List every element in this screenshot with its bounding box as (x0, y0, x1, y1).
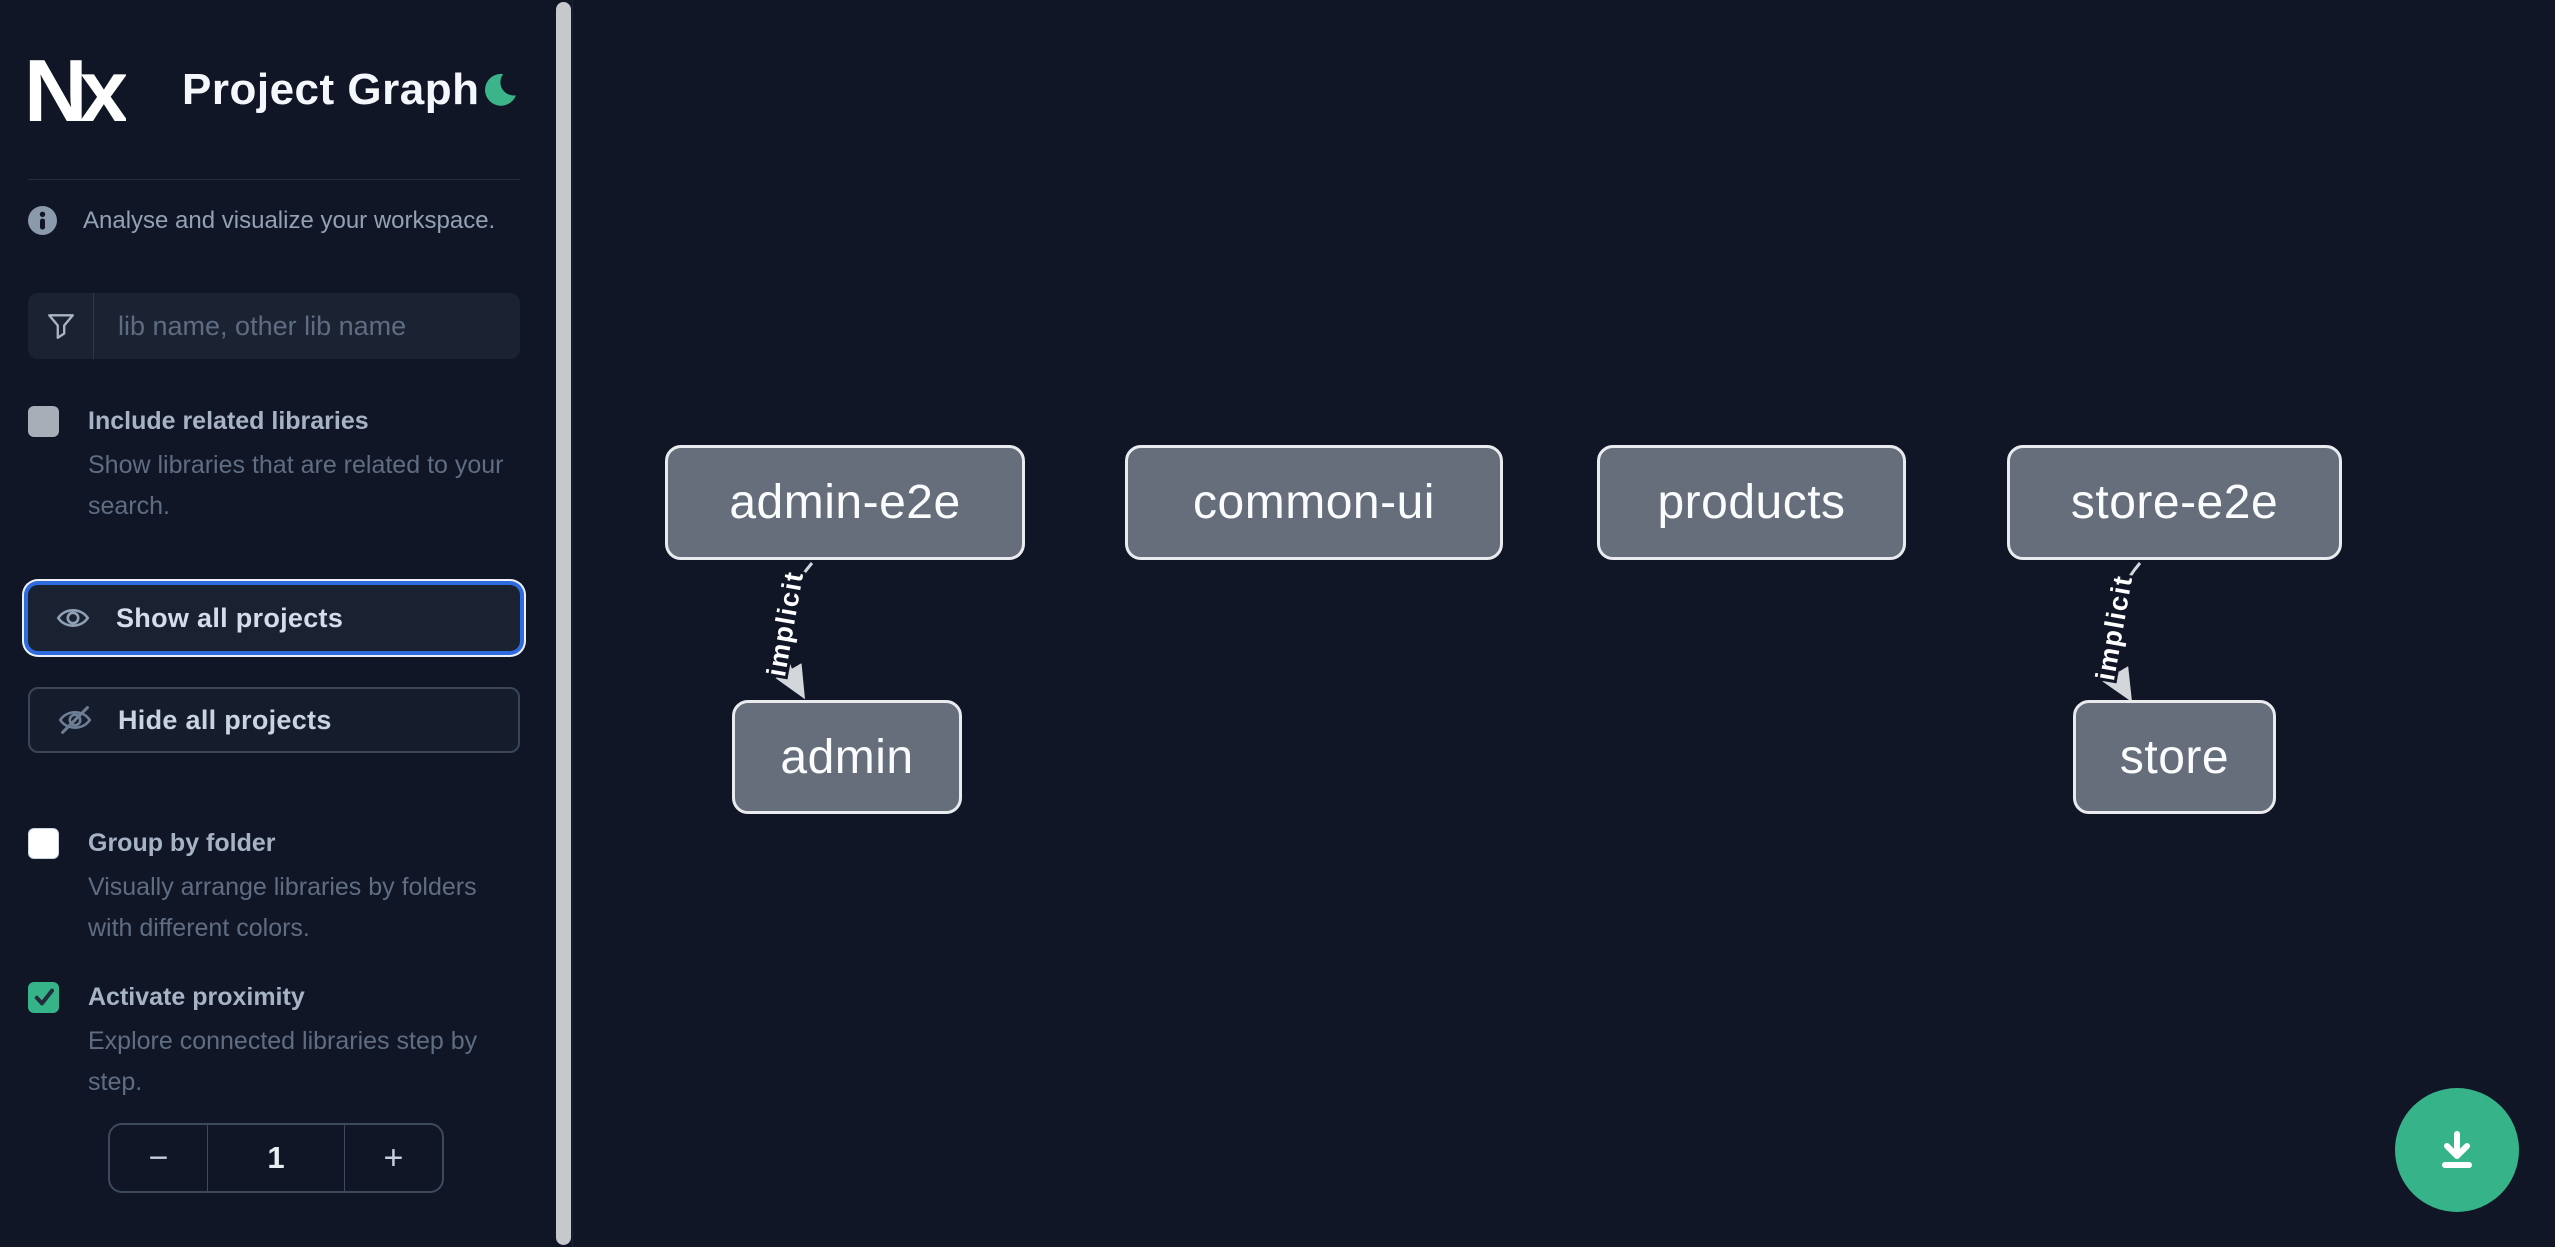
nx-logo-icon: Nx (28, 55, 126, 125)
include-related-label: Include related libraries (88, 407, 369, 435)
hide-all-projects-button[interactable]: Hide all projects (28, 687, 520, 753)
graph-node-admin-e2e[interactable]: admin-e2e (665, 445, 1025, 560)
eye-off-icon (58, 706, 92, 734)
sidebar-header: Nx Project Graph (28, 0, 520, 180)
activate-proximity-label: Activate proximity (88, 983, 305, 1011)
show-all-projects-label: Show all projects (116, 602, 344, 633)
sidebar: Nx Project Graph Analyse and visualize y… (0, 0, 572, 1247)
option-include-related: Include related libraries Show libraries… (28, 405, 520, 527)
eye-icon (56, 609, 90, 627)
intro-row: Analyse and visualize your workspace. (28, 206, 520, 235)
page-title: Project Graph (182, 64, 480, 114)
info-icon (28, 206, 57, 235)
proximity-stepper: − 1 + (108, 1123, 444, 1193)
group-by-folder-description: Visually arrange libraries by folders wi… (88, 873, 477, 942)
proximity-value[interactable]: 1 (207, 1125, 345, 1191)
hide-all-projects-label: Hide all projects (118, 704, 332, 735)
export-image-button[interactable] (2395, 1088, 2519, 1212)
graph-node-admin[interactable]: admin (732, 700, 962, 814)
option-group-by-folder: Group by folder Visually arrange librari… (28, 827, 520, 949)
search-box (28, 293, 520, 359)
theme-toggle-button[interactable] (480, 70, 520, 110)
include-related-checkbox[interactable] (28, 405, 59, 437)
graph-node-store[interactable]: store (2073, 700, 2276, 814)
show-all-projects-button[interactable]: Show all projects (28, 585, 520, 651)
graph-canvas[interactable] (572, 0, 2555, 1247)
activate-proximity-checkbox[interactable] (28, 981, 59, 1013)
group-by-folder-checkbox[interactable] (28, 827, 59, 859)
include-related-description: Show libraries that are related to your … (88, 451, 504, 520)
filter-icon (47, 314, 74, 339)
graph-node-products[interactable]: products (1597, 445, 1906, 560)
moon-icon (485, 73, 516, 106)
graph-node-store-e2e[interactable]: store-e2e (2007, 445, 2342, 560)
intro-text: Analyse and visualize your workspace. (83, 206, 496, 234)
graph-node-common-ui[interactable]: common-ui (1125, 445, 1503, 560)
filter-icon-cell (28, 293, 94, 359)
search-input[interactable] (94, 293, 520, 359)
option-activate-proximity: Activate proximity Explore connected lib… (28, 981, 520, 1103)
activate-proximity-description: Explore connected libraries step by step… (88, 1027, 478, 1096)
svg-text:Nx: Nx (28, 55, 126, 125)
proximity-decrement-button[interactable]: − (110, 1125, 207, 1191)
download-icon (2442, 1131, 2472, 1168)
group-by-folder-label: Group by folder (88, 829, 276, 857)
proximity-increment-button[interactable]: + (345, 1125, 442, 1191)
sidebar-scrollbar[interactable] (556, 2, 571, 1245)
checkmark-icon (34, 988, 54, 1006)
